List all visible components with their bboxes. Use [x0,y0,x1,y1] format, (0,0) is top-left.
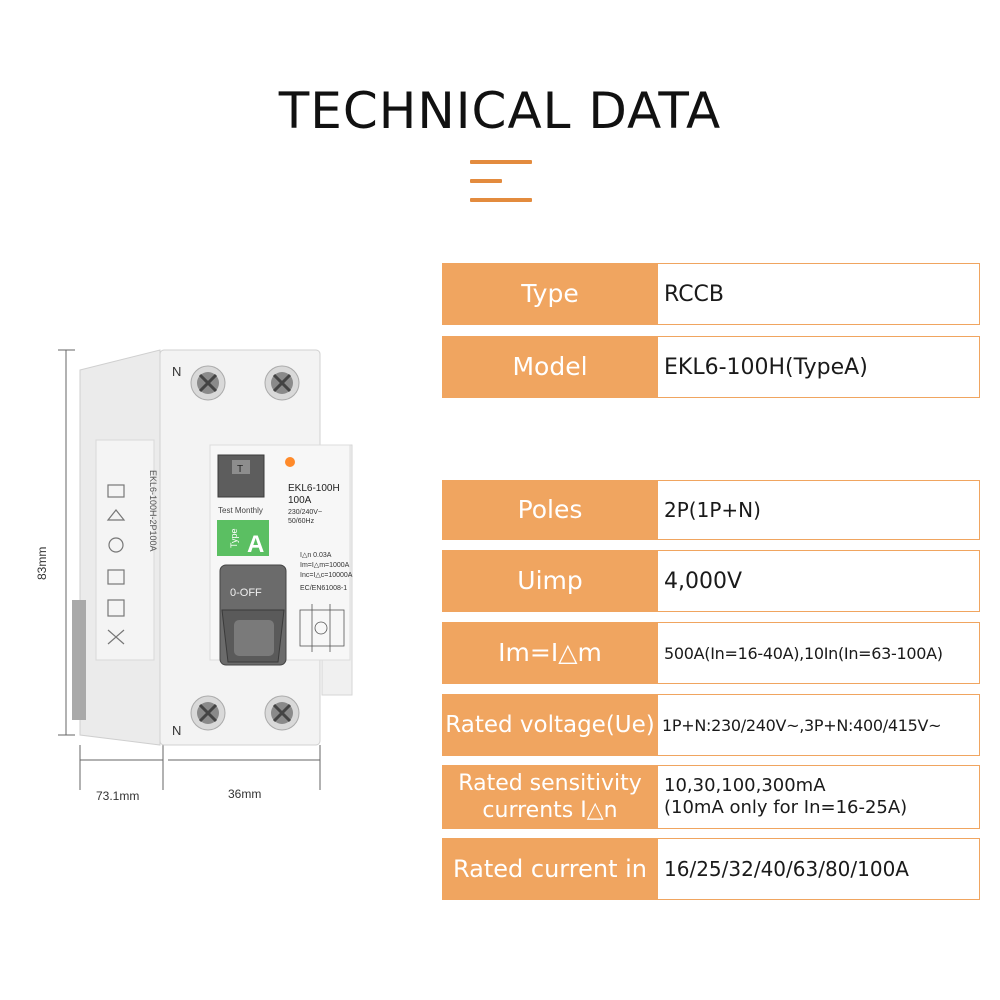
type-a-badge [217,520,269,556]
spec-row-rated-current: Rated current in 16/25/32/40/63/80/100A [442,838,980,900]
voltage-text: 230/240V~ [288,509,322,516]
spec-value: 10,30,100,300mA (10mA only for In=16-25A… [658,765,980,829]
test-button-face [232,460,250,474]
current-text: 100A [288,495,312,506]
spec-row-sensitivity: Rated sensitivity currents I△n 10,30,100… [442,765,980,829]
spec-value: 16/25/32/40/63/80/100A [658,838,980,900]
test-monthly-text: Test Monthly [218,506,263,515]
spec-value-line: (10mA only for In=16-25A) [664,797,908,818]
spec-label: Model [442,336,658,398]
spec-value: 1P+N:230/240V~,3P+N:400/415V~ [658,694,980,756]
spec-row-uimp: Uimp 4,000V [442,550,980,612]
rccb-device-illustration: 83mm 73.1mm 36mm EKL6-100H-2P100A N N T … [35,349,353,803]
wiring-diagram-icon [299,604,345,652]
terminal-label-bottom: N [172,723,181,738]
spec-row-im: Im=I△m 500A(In=16-40A),10In(In=63-100A) [442,622,980,684]
type-small-text: Type [229,528,239,548]
test-button-label: T [237,464,243,475]
sens-text: I△n 0.03A [300,552,332,559]
terminal-label-top: N [172,364,181,379]
spec-label-line: currents I△n [482,798,618,823]
switch-label: 0-OFF [230,587,262,599]
spec-label: Type [442,263,658,325]
spec-label: Poles [442,480,658,540]
spec-label-line: Rated sensitivity [458,771,642,796]
standard-text: EC/EN61008-1 [300,585,347,592]
orange-indicator [285,457,295,467]
spec-value: 2P(1P+N) [658,480,980,540]
type-a-letter: A [247,531,264,558]
page-title: TECHNICAL DATA [278,82,722,140]
toggle-lever-grip [234,620,274,656]
im-text: Im=I△m=1000A [300,562,350,569]
inc-text: Inc=I△c=10000A [300,572,353,579]
spec-label: Rated current in [442,838,658,900]
dim-depth-label: 73.1mm [96,789,139,803]
spec-label: Uimp [442,550,658,612]
spec-value: 4,000V [658,550,980,612]
dim-height-label: 83mm [35,547,49,580]
side-label [95,439,155,661]
side-cert-icons [106,484,126,645]
side-text: EKL6-100H-2P100A [148,470,158,552]
spec-row-model: Model EKL6-100H(TypeA) [442,336,980,398]
dimension-lines [58,349,321,790]
model-text: EKL6-100H [288,483,340,494]
spec-value-line: 10,30,100,300mA [664,775,826,796]
spec-value: EKL6-100H(TypeA) [658,336,980,398]
spec-row-rated-voltage: Rated voltage(Ue) 1P+N:230/240V~,3P+N:40… [442,694,980,756]
spec-row-poles: Poles 2P(1P+N) [442,480,980,540]
din-clip [72,600,86,720]
spec-label: Im=I△m [442,622,658,684]
spec-row-type: Type RCCB [442,263,980,325]
spec-label: Rated sensitivity currents I△n [442,765,658,829]
spec-label: Rated voltage(Ue) [442,694,658,756]
spec-value: 500A(In=16-40A),10In(In=63-100A) [658,622,980,684]
spec-value: RCCB [658,263,980,325]
title-decoration [470,160,532,202]
terminal-screws [190,365,300,731]
freq-text: 50/60Hz [288,518,315,525]
dim-width-label: 36mm [228,787,261,801]
